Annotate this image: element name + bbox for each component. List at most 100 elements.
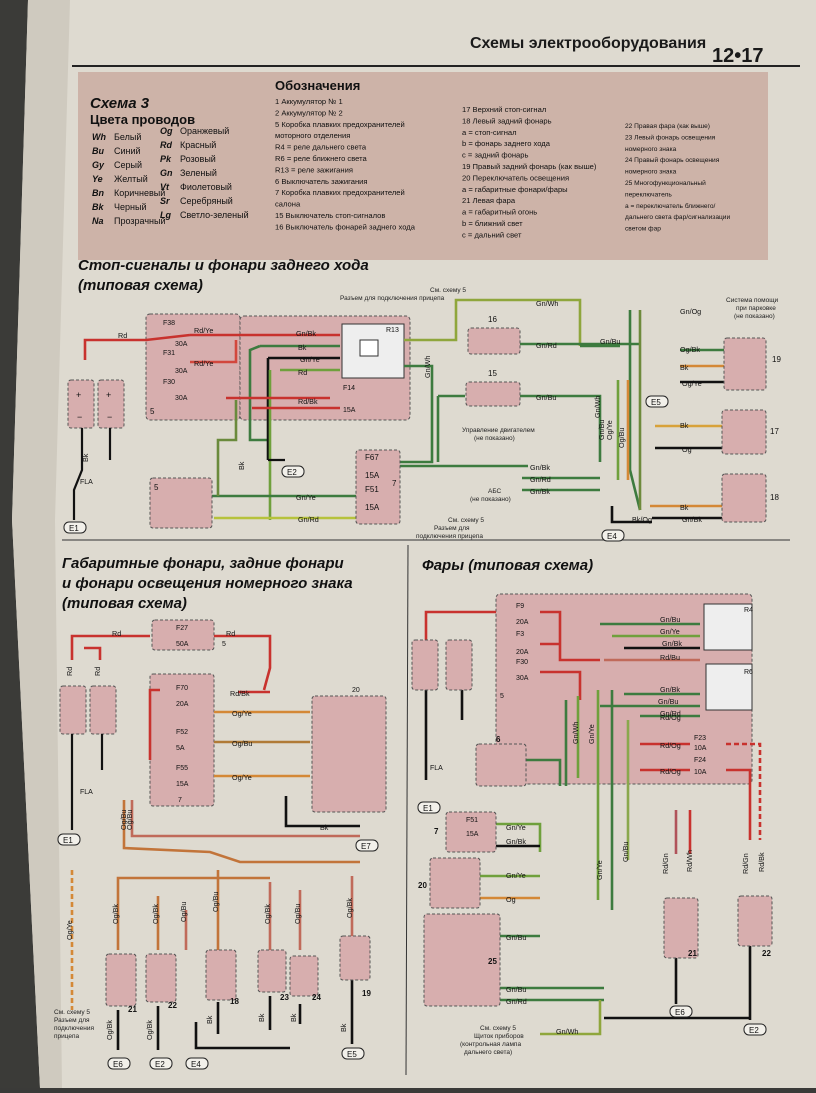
designation-line: переключатель bbox=[625, 191, 672, 198]
right-headlamp-22-head bbox=[737, 895, 773, 947]
designation-line: a = переключатель ближнего/ bbox=[625, 202, 715, 210]
wire-label: Og/Bk bbox=[263, 904, 272, 924]
ground-marker bbox=[743, 1023, 767, 1036]
wire-label: Og/Ye bbox=[232, 773, 252, 782]
wire-label: Gn/Rd bbox=[660, 709, 681, 718]
wire-label: Rd/Ye bbox=[194, 359, 213, 368]
wire-label: Rd/Ye bbox=[194, 326, 213, 335]
wire-label: Bk bbox=[680, 363, 689, 372]
svg-text:R4: R4 bbox=[744, 607, 753, 614]
wire-color-code: Sr bbox=[160, 196, 170, 206]
svg-text:подключения прицепа: подключения прицепа bbox=[416, 533, 483, 540]
wire-color-name: Фиолетовый bbox=[180, 182, 232, 192]
wire-label: Bk bbox=[298, 343, 307, 352]
wire-label: Og/Bu bbox=[211, 892, 220, 912]
battery-2-side bbox=[89, 685, 117, 735]
wire-label: Gn/Ye bbox=[595, 860, 604, 880]
wire-label: Rd/Bk bbox=[298, 397, 318, 406]
side-lights-title: Габаритные фонари, задние фонари bbox=[62, 555, 344, 572]
svg-text:15A: 15A bbox=[176, 781, 189, 788]
wire-label: Gn/Bu bbox=[600, 337, 620, 346]
fusebox-7-side bbox=[149, 673, 215, 807]
svg-text:подключения: подключения bbox=[54, 1025, 94, 1032]
designation-line: a = стоп-сигнал bbox=[462, 128, 517, 137]
wire-color-name: Розовый bbox=[180, 154, 216, 164]
svg-text:Щиток приборов: Щиток приборов bbox=[474, 1032, 524, 1040]
wire-color-code: Rd bbox=[160, 140, 172, 150]
svg-text:24: 24 bbox=[312, 993, 321, 1002]
svg-text:F67: F67 bbox=[365, 453, 379, 462]
wire-color-name: Красный bbox=[180, 140, 216, 150]
wire-color-code: Vt bbox=[160, 182, 170, 192]
designation-line: c = задний фонарь bbox=[462, 151, 528, 160]
wire-label: Gn/Bu bbox=[506, 933, 526, 942]
wire-label: Og bbox=[682, 445, 692, 454]
ground-marker bbox=[669, 1005, 693, 1018]
designation-line: светом фар bbox=[625, 226, 661, 233]
wire-color-name: Серебряный bbox=[180, 196, 233, 206]
svg-text:20: 20 bbox=[352, 687, 360, 694]
wire-label: Og/Bk bbox=[105, 1020, 114, 1040]
plate-lamp-24 bbox=[289, 955, 319, 997]
svg-text:10A: 10A bbox=[694, 745, 707, 752]
wire-label: Rd/Og bbox=[660, 713, 681, 722]
svg-text:5: 5 bbox=[154, 483, 159, 492]
high-stop-lamp-17 bbox=[721, 409, 767, 455]
fusebox-7-head bbox=[445, 811, 497, 853]
wire-label: Rd/Gn bbox=[741, 853, 750, 874]
wire-label: Rd/Bu bbox=[660, 653, 680, 662]
svg-text:5A: 5A bbox=[176, 745, 185, 752]
wire-label: Gn/Ye bbox=[506, 871, 526, 880]
ground-label: E6 bbox=[675, 1008, 685, 1017]
wire-label: Og/Bk bbox=[151, 904, 160, 924]
wire-color-name: Прозрачный bbox=[114, 216, 165, 226]
svg-text:FLA: FLA bbox=[80, 479, 93, 486]
wire-label: Bk bbox=[237, 461, 246, 470]
wire-label: Rd/Og bbox=[660, 741, 681, 750]
wire-label: Gn/Bk bbox=[660, 685, 680, 694]
svg-text:15A: 15A bbox=[466, 831, 479, 838]
wire-label: Bk bbox=[205, 1015, 214, 1024]
ground-label: E1 bbox=[69, 524, 79, 533]
svg-text:(не показано): (не показано) bbox=[470, 496, 511, 503]
stop-lights-subtitle: (типовая схема) bbox=[78, 277, 203, 294]
wire-label: Gn/Wh bbox=[423, 356, 432, 378]
wire-color-code: Bu bbox=[92, 146, 104, 156]
designation-line: 17 Верхний стоп-сигнал bbox=[462, 105, 546, 114]
wire-color-code: Gn bbox=[160, 168, 173, 178]
battery-2-head bbox=[445, 639, 473, 691]
light-switch-20-head bbox=[429, 857, 481, 909]
wire-color-name: Белый bbox=[114, 132, 141, 142]
svg-text:F30: F30 bbox=[516, 659, 528, 666]
right-headlamp-22 bbox=[145, 953, 177, 1003]
designations-column-1: 1 Аккумулятор № 12 Аккумулятор № 25 Коро… bbox=[275, 97, 416, 231]
svg-text:19: 19 bbox=[362, 989, 371, 998]
wire-label: Gn/Rd bbox=[506, 997, 527, 1006]
wire-label: Gn/Rd bbox=[530, 475, 551, 484]
left-rear-lamp-18 bbox=[721, 473, 767, 523]
wire-label: Gn/Bu bbox=[506, 985, 526, 994]
svg-text:См. схему 5: См. схему 5 bbox=[448, 517, 484, 524]
wire-label: Rd bbox=[118, 331, 127, 340]
svg-text:FLA: FLA bbox=[430, 765, 443, 772]
wire-label: Og/Ye bbox=[605, 420, 614, 440]
wire-label: Bk bbox=[81, 453, 90, 462]
scheme-title: Схема 3 bbox=[90, 95, 150, 112]
ground-marker bbox=[355, 839, 379, 852]
wire-label: Og/Ye bbox=[682, 379, 702, 388]
svg-text:F27: F27 bbox=[176, 625, 188, 632]
svg-text:F30: F30 bbox=[163, 379, 175, 386]
wire-label: Bk bbox=[257, 1013, 266, 1022]
wire-color-name: Оранжевый bbox=[180, 126, 229, 136]
svg-text:5: 5 bbox=[150, 407, 155, 416]
wire-label: Rd/Bk bbox=[230, 689, 250, 698]
svg-text:30A: 30A bbox=[516, 675, 529, 682]
wire-color-code: Ye bbox=[92, 174, 103, 184]
svg-text:20A: 20A bbox=[176, 701, 189, 708]
designation-line: c = дальний свет bbox=[462, 230, 522, 239]
svg-text:−: − bbox=[107, 412, 112, 422]
wire-label: Og/Bk bbox=[680, 345, 700, 354]
side-lights-title-2: и фонари освещения номерного знака bbox=[62, 575, 353, 592]
